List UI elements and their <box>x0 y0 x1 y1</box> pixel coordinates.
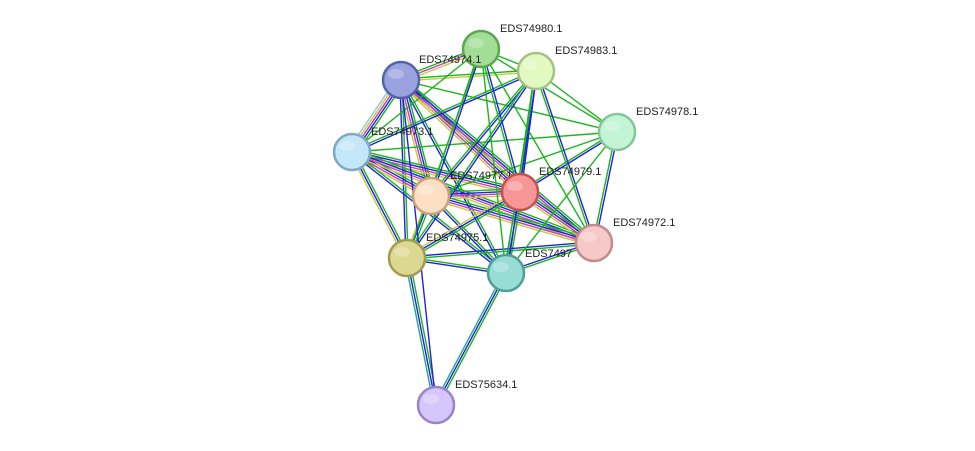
edge-database <box>351 151 408 259</box>
edge-coexpression <box>353 150 410 258</box>
node-highlight <box>493 262 509 272</box>
edge-database <box>481 48 522 192</box>
node-highlight <box>604 121 620 131</box>
node-EDS74976-1[interactable]: EDS7497 <box>486 248 572 293</box>
edge-coexpression <box>480 48 618 133</box>
node-EDS74975-1[interactable]: EDS74975.1 <box>387 232 488 278</box>
edge-neighborhood <box>433 271 505 405</box>
edge-coexpression <box>405 70 536 258</box>
edge-coexpression <box>480 48 507 274</box>
edge-database <box>435 272 507 406</box>
node-label: EDS74980.1 <box>500 23 562 35</box>
edge-neighborhood <box>404 258 435 406</box>
node-highlight <box>523 60 539 70</box>
edge-database <box>406 241 594 258</box>
edge-coexpression <box>400 79 618 133</box>
node-label: EDS74975.1 <box>426 232 488 244</box>
edge-database <box>352 71 537 154</box>
node-EDS74972-1[interactable]: EDS74972.1 <box>574 217 675 263</box>
node-EDS74979-1[interactable]: EDS74979.1 <box>500 166 601 212</box>
node-EDS74973-1[interactable]: EDS74973.1 <box>332 126 433 172</box>
node-highlight <box>507 181 523 191</box>
edge-database <box>407 71 538 259</box>
node-circle[interactable] <box>411 176 451 216</box>
node-circle[interactable] <box>387 238 427 278</box>
edge-coexpression <box>351 48 482 153</box>
edge-coexpression <box>534 71 594 244</box>
node-EDS74978-1[interactable]: EDS74978.1 <box>597 106 698 152</box>
node-EDS74980-1[interactable]: EDS74980.1 <box>461 23 562 69</box>
edge-database <box>536 70 596 243</box>
edge-experiment <box>399 80 431 197</box>
edge-coexpression <box>401 79 508 273</box>
node-EDS74983-1[interactable]: EDS74983.1 <box>516 45 617 91</box>
edge-coexpression <box>407 243 595 260</box>
node-label: EDS74983.1 <box>555 45 617 57</box>
node-highlight <box>394 247 410 257</box>
node-label: EDS74972.1 <box>613 217 675 229</box>
node-label: EDS7497 <box>525 248 572 260</box>
edge-coexpression <box>400 69 536 80</box>
edge-database <box>506 71 538 274</box>
node-EDS74974-1[interactable]: EDS74974.1 <box>381 54 481 100</box>
edge-coexpression <box>505 131 618 274</box>
node-circle[interactable] <box>597 112 637 152</box>
edge-coexpression <box>352 148 521 190</box>
edge-coexpression <box>352 148 596 241</box>
node-circle[interactable] <box>500 172 540 212</box>
node-EDS74977-1[interactable]: EDS74977.1 <box>411 170 512 216</box>
edge-database <box>399 79 407 259</box>
edge-coexpression <box>406 48 482 259</box>
edge-textmining <box>405 189 520 257</box>
edge-database <box>400 79 437 406</box>
node-label: EDS74974.1 <box>419 54 481 66</box>
node-circle[interactable] <box>461 29 501 69</box>
edge-experiment <box>351 152 520 194</box>
edge-textmining <box>398 81 519 195</box>
edge-coexpression <box>429 69 536 196</box>
edge-database <box>406 257 437 406</box>
node-circle[interactable] <box>381 60 421 100</box>
edge-database <box>406 191 521 259</box>
node-highlight <box>339 141 355 151</box>
edge-textmining <box>349 152 406 260</box>
node-label: EDS74977.1 <box>450 170 512 182</box>
edge-database <box>352 150 595 243</box>
edge-coexpression <box>437 273 509 407</box>
node-EDS75634-1[interactable]: EDS75634.1 <box>416 379 517 425</box>
node-circle[interactable] <box>416 385 456 425</box>
edge-database <box>401 78 596 243</box>
edge-database <box>352 150 521 192</box>
edge-coexpression <box>504 70 536 273</box>
edge-coexpression <box>480 48 595 244</box>
edge-textmining <box>351 154 520 196</box>
node-highlight <box>388 69 404 79</box>
node-label: EDS74979.1 <box>539 166 601 178</box>
node-highlight <box>581 232 597 242</box>
node-highlight <box>418 185 434 195</box>
edge-coexpression <box>479 49 520 193</box>
edge-textmining <box>429 198 594 247</box>
edge-coexpression <box>407 193 522 261</box>
node-label: EDS74978.1 <box>636 106 698 118</box>
node-highlight <box>468 38 484 48</box>
edges-layer <box>347 46 619 407</box>
edge-experiment <box>351 152 594 245</box>
edge-coexpression <box>402 76 597 242</box>
node-circle[interactable] <box>332 132 372 172</box>
edge-textmining <box>350 154 594 247</box>
node-circle[interactable] <box>486 253 526 293</box>
edge-coexpression <box>351 131 618 153</box>
node-label: EDS74973.1 <box>371 126 433 138</box>
node-highlight <box>423 394 439 404</box>
node-circle[interactable] <box>574 223 614 263</box>
node-circle[interactable] <box>516 51 556 91</box>
node-label: EDS75634.1 <box>455 379 517 391</box>
edge-textmining <box>401 71 537 82</box>
edge-database <box>431 49 483 197</box>
nodes-layer: EDS74980.1EDS74983.1EDS74974.1EDS74978.1… <box>332 23 698 425</box>
edge-coexpression <box>351 69 536 152</box>
